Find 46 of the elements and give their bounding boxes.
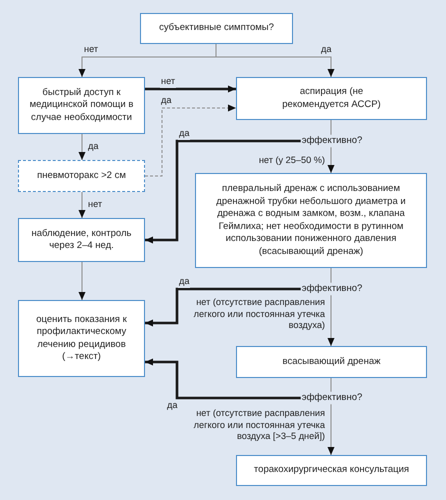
- box-text: наблюдение, контроль через 2–4 нед.: [30, 228, 132, 252]
- dashed-condition-box: [18, 160, 145, 192]
- edge-label: да: [178, 128, 190, 140]
- arrow: [145, 140, 301, 244]
- process-box: [18, 77, 145, 134]
- box-text: субъективные симптомы?: [159, 22, 274, 35]
- edge-label: нет: [83, 44, 100, 56]
- arrow: [78, 134, 86, 160]
- box-text: плевральный дренаж с использованием дренажной трубки небольшого диаметра и дренажа с водным замком, возм., клапана Геймлиха; нет необходимости в рутинном использовании пониженного давления (всасывающий дренаж): [215, 183, 407, 258]
- process-box: [195, 173, 427, 268]
- box-text: аспирация (не рекомендуется АССР): [281, 86, 382, 111]
- box-text: торакохирургическая консультация: [254, 464, 410, 477]
- decision-text: эффективно?: [300, 392, 364, 404]
- box-text: пневмоторакс >2 см: [37, 170, 126, 182]
- process-box: [18, 218, 145, 262]
- edge-label: да: [166, 400, 178, 412]
- process-box: [236, 346, 427, 378]
- box-text: быстрый доступ к медицинской помощи в случае необходимости: [28, 86, 134, 124]
- edge-label: да: [320, 44, 332, 56]
- decision-text: эффективно?: [300, 134, 364, 148]
- box-text: всасывающий дренаж: [282, 356, 380, 368]
- arrow: [145, 86, 236, 92]
- edge-label: нет (у 25–50 %): [258, 155, 326, 166]
- process-box: [236, 455, 427, 486]
- connector-line: [330, 378, 332, 392]
- edge-label: нет: [160, 76, 176, 88]
- arrow: [328, 404, 334, 456]
- dashed-arrow: [144, 104, 236, 176]
- question-box: [140, 13, 293, 44]
- arrow: [78, 192, 86, 218]
- edge-label: да: [160, 95, 172, 106]
- arrow: [145, 358, 301, 400]
- process-box: [18, 300, 145, 377]
- process-box: [236, 77, 427, 120]
- connector-line: [330, 268, 332, 284]
- arrow: [78, 262, 86, 300]
- arrow: [328, 294, 334, 346]
- arrow: [328, 146, 334, 174]
- edge-label: нет: [87, 199, 104, 210]
- arrow: [216, 44, 334, 78]
- connector-line: [330, 120, 332, 136]
- decision-text: эффективно?: [300, 282, 364, 296]
- edge-label: да: [178, 276, 190, 288]
- arrow: [145, 288, 301, 326]
- edge-label: да: [87, 141, 100, 152]
- box-text: оценить показания к профилактическому лечению рецидивов (→текст): [35, 314, 128, 364]
